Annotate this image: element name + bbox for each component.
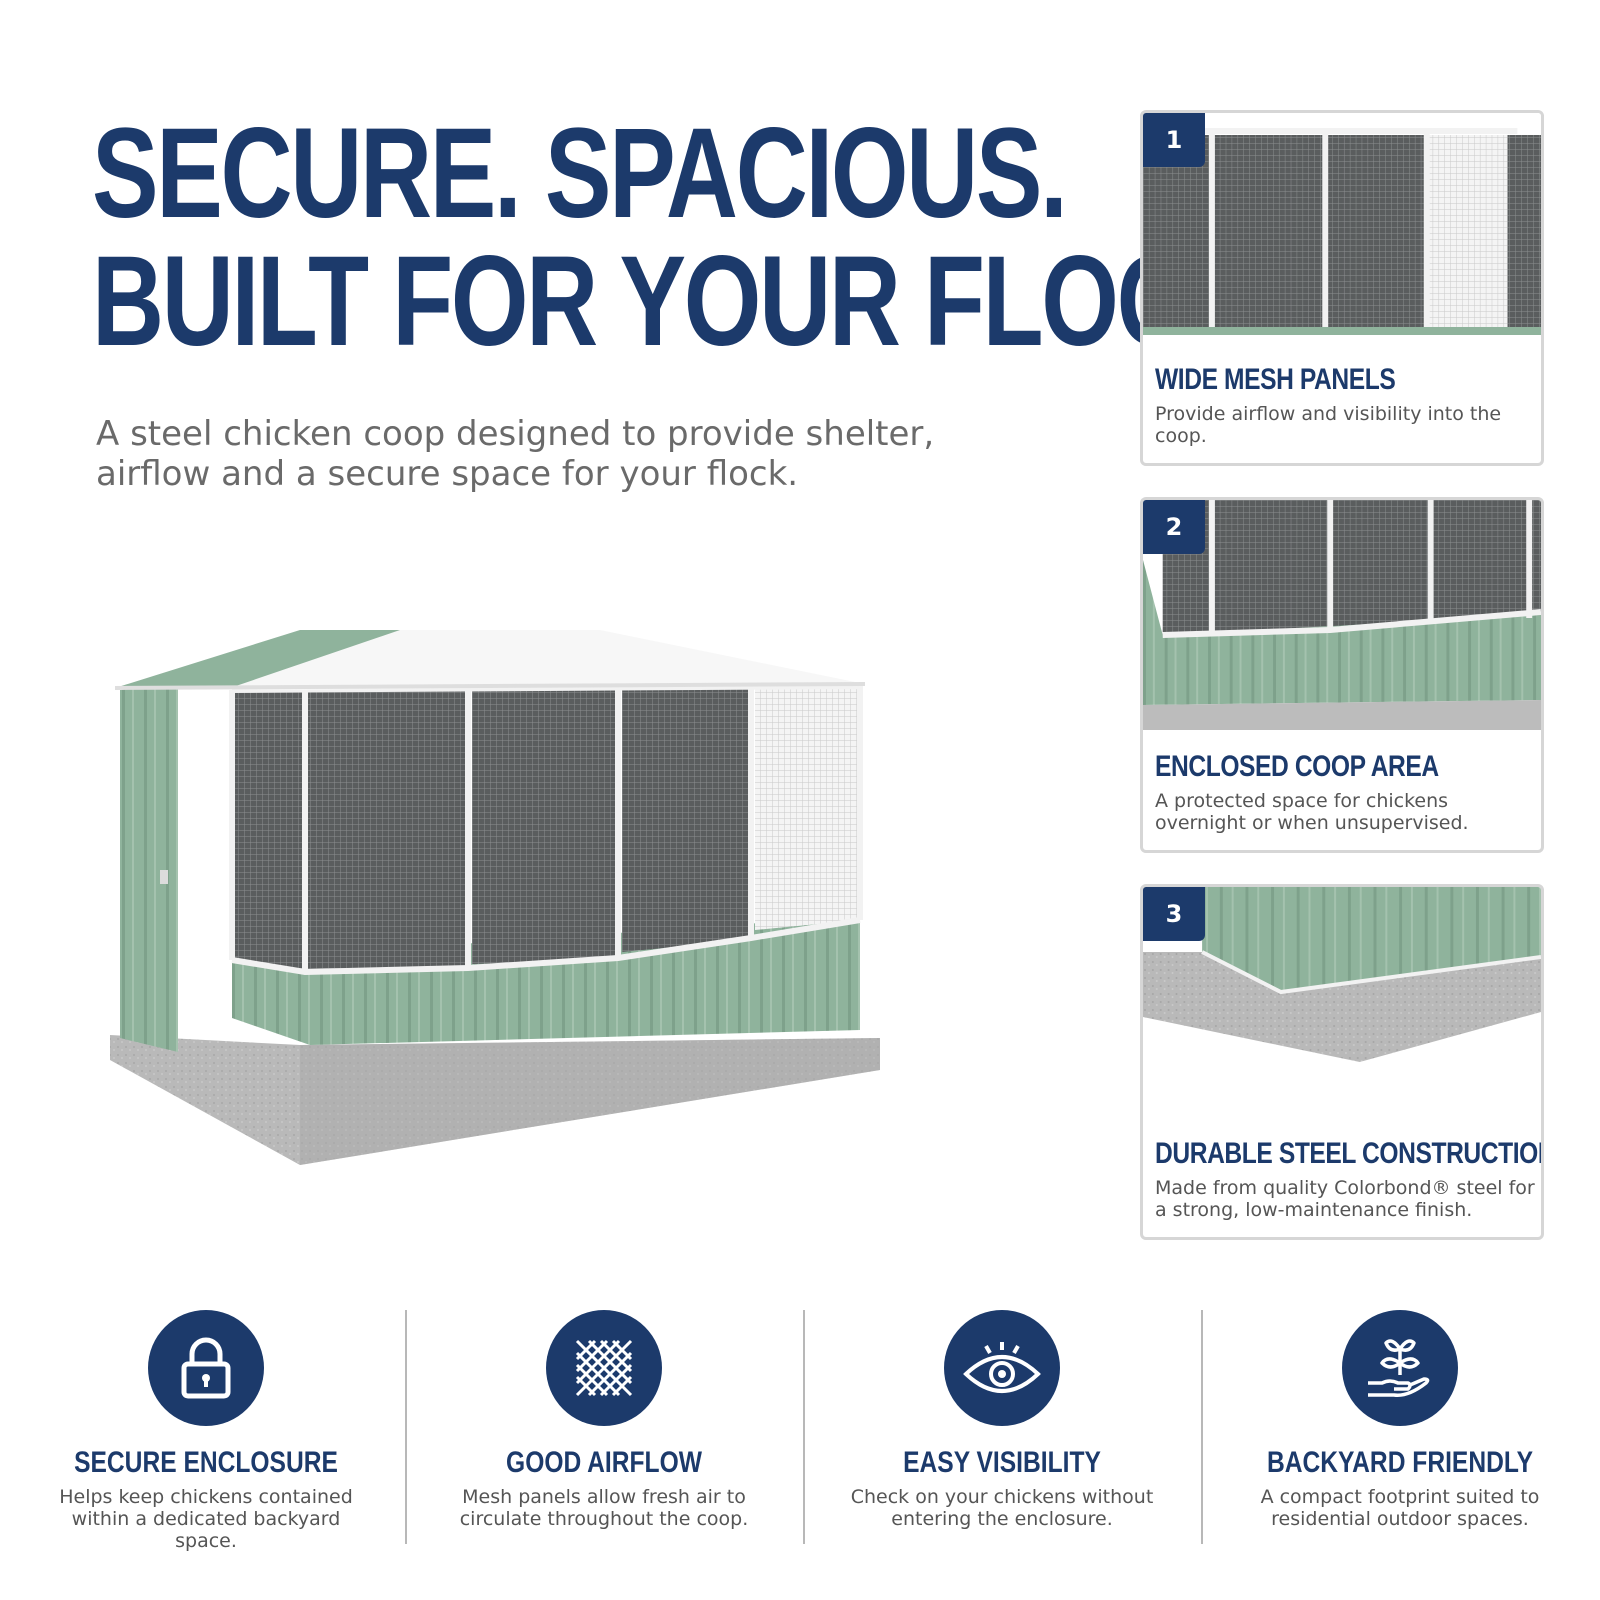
subtitle-line-1: A steel chicken coop designed to provide… [96, 414, 935, 454]
feature-title: EASY VISIBILITY [903, 1446, 1101, 1479]
mesh-icon [546, 1310, 662, 1426]
card-number-badge: 3 [1143, 887, 1205, 941]
mesh-panels-closeup-image [1143, 113, 1541, 343]
card-number-badge: 2 [1143, 500, 1205, 554]
card-number-badge: 1 [1143, 113, 1205, 167]
page-subtitle: A steel chicken coop designed to provide… [96, 414, 1056, 494]
coop-area-closeup-image [1143, 500, 1541, 730]
feature-card-wide-mesh: 1 WIDE MESH PANELS Provide airflow and v… [1140, 110, 1544, 466]
plant-in-hand-icon [1342, 1310, 1458, 1426]
feature-description: A compact footprint suited to residentia… [1260, 1486, 1540, 1530]
feature-good-airflow: GOOD AIRFLOW Mesh panels allow fresh air… [424, 1310, 784, 1530]
card-title: ENCLOSED COOP AREA [1155, 750, 1439, 783]
feature-card-steel-construction: 3 DURABLE STEEL CONSTRUCTION Made from q… [1140, 884, 1544, 1240]
feature-backyard-friendly: BACKYARD FRIENDLY A compact footprint su… [1220, 1310, 1580, 1530]
padlock-icon [148, 1310, 264, 1426]
feature-description: Check on your chickens without entering … [850, 1486, 1154, 1530]
feature-easy-visibility: EASY VISIBILITY Check on your chickens w… [822, 1310, 1182, 1530]
feature-title: BACKYARD FRIENDLY [1266, 1446, 1534, 1479]
eye-icon [944, 1310, 1060, 1426]
steel-base-closeup-image [1143, 887, 1541, 1117]
feature-description: Mesh panels allow fresh air to circulate… [459, 1486, 749, 1530]
feature-card-enclosed-coop: 2 ENCLOSED COOP AREA A protected space f… [1140, 497, 1544, 853]
feature-title: SECURE ENCLOSURE [74, 1446, 338, 1479]
subtitle-line-2: airflow and a secure space for your floc… [96, 454, 799, 494]
card-description: Provide airflow and visibility into the … [1155, 403, 1502, 447]
page-headline: SECURE. SPACIOUS. BUILT FOR YOUR FLOCK. [92, 102, 1284, 373]
feature-divider [1201, 1310, 1203, 1544]
feature-divider [803, 1310, 805, 1544]
headline-line-1: SECURE. SPACIOUS. [92, 102, 1068, 245]
card-title: DURABLE STEEL CONSTRUCTION [1155, 1137, 1544, 1170]
feature-secure-enclosure: SECURE ENCLOSURE Helps keep chickens con… [26, 1310, 386, 1552]
card-title: WIDE MESH PANELS [1155, 363, 1396, 396]
feature-title: GOOD AIRFLOW [506, 1446, 702, 1479]
card-description: A protected space for chickens overnight… [1155, 790, 1469, 834]
headline-line-2: BUILT FOR YOUR FLOCK. [92, 230, 1284, 373]
feature-icons-row: SECURE ENCLOSURE Helps keep chickens con… [0, 1310, 1600, 1560]
feature-divider [405, 1310, 407, 1544]
card-description: Made from quality Colorbond® steel for a… [1155, 1177, 1535, 1221]
feature-description: Helps keep chickens contained within a d… [59, 1486, 353, 1552]
chicken-coop-illustration [100, 620, 900, 1190]
